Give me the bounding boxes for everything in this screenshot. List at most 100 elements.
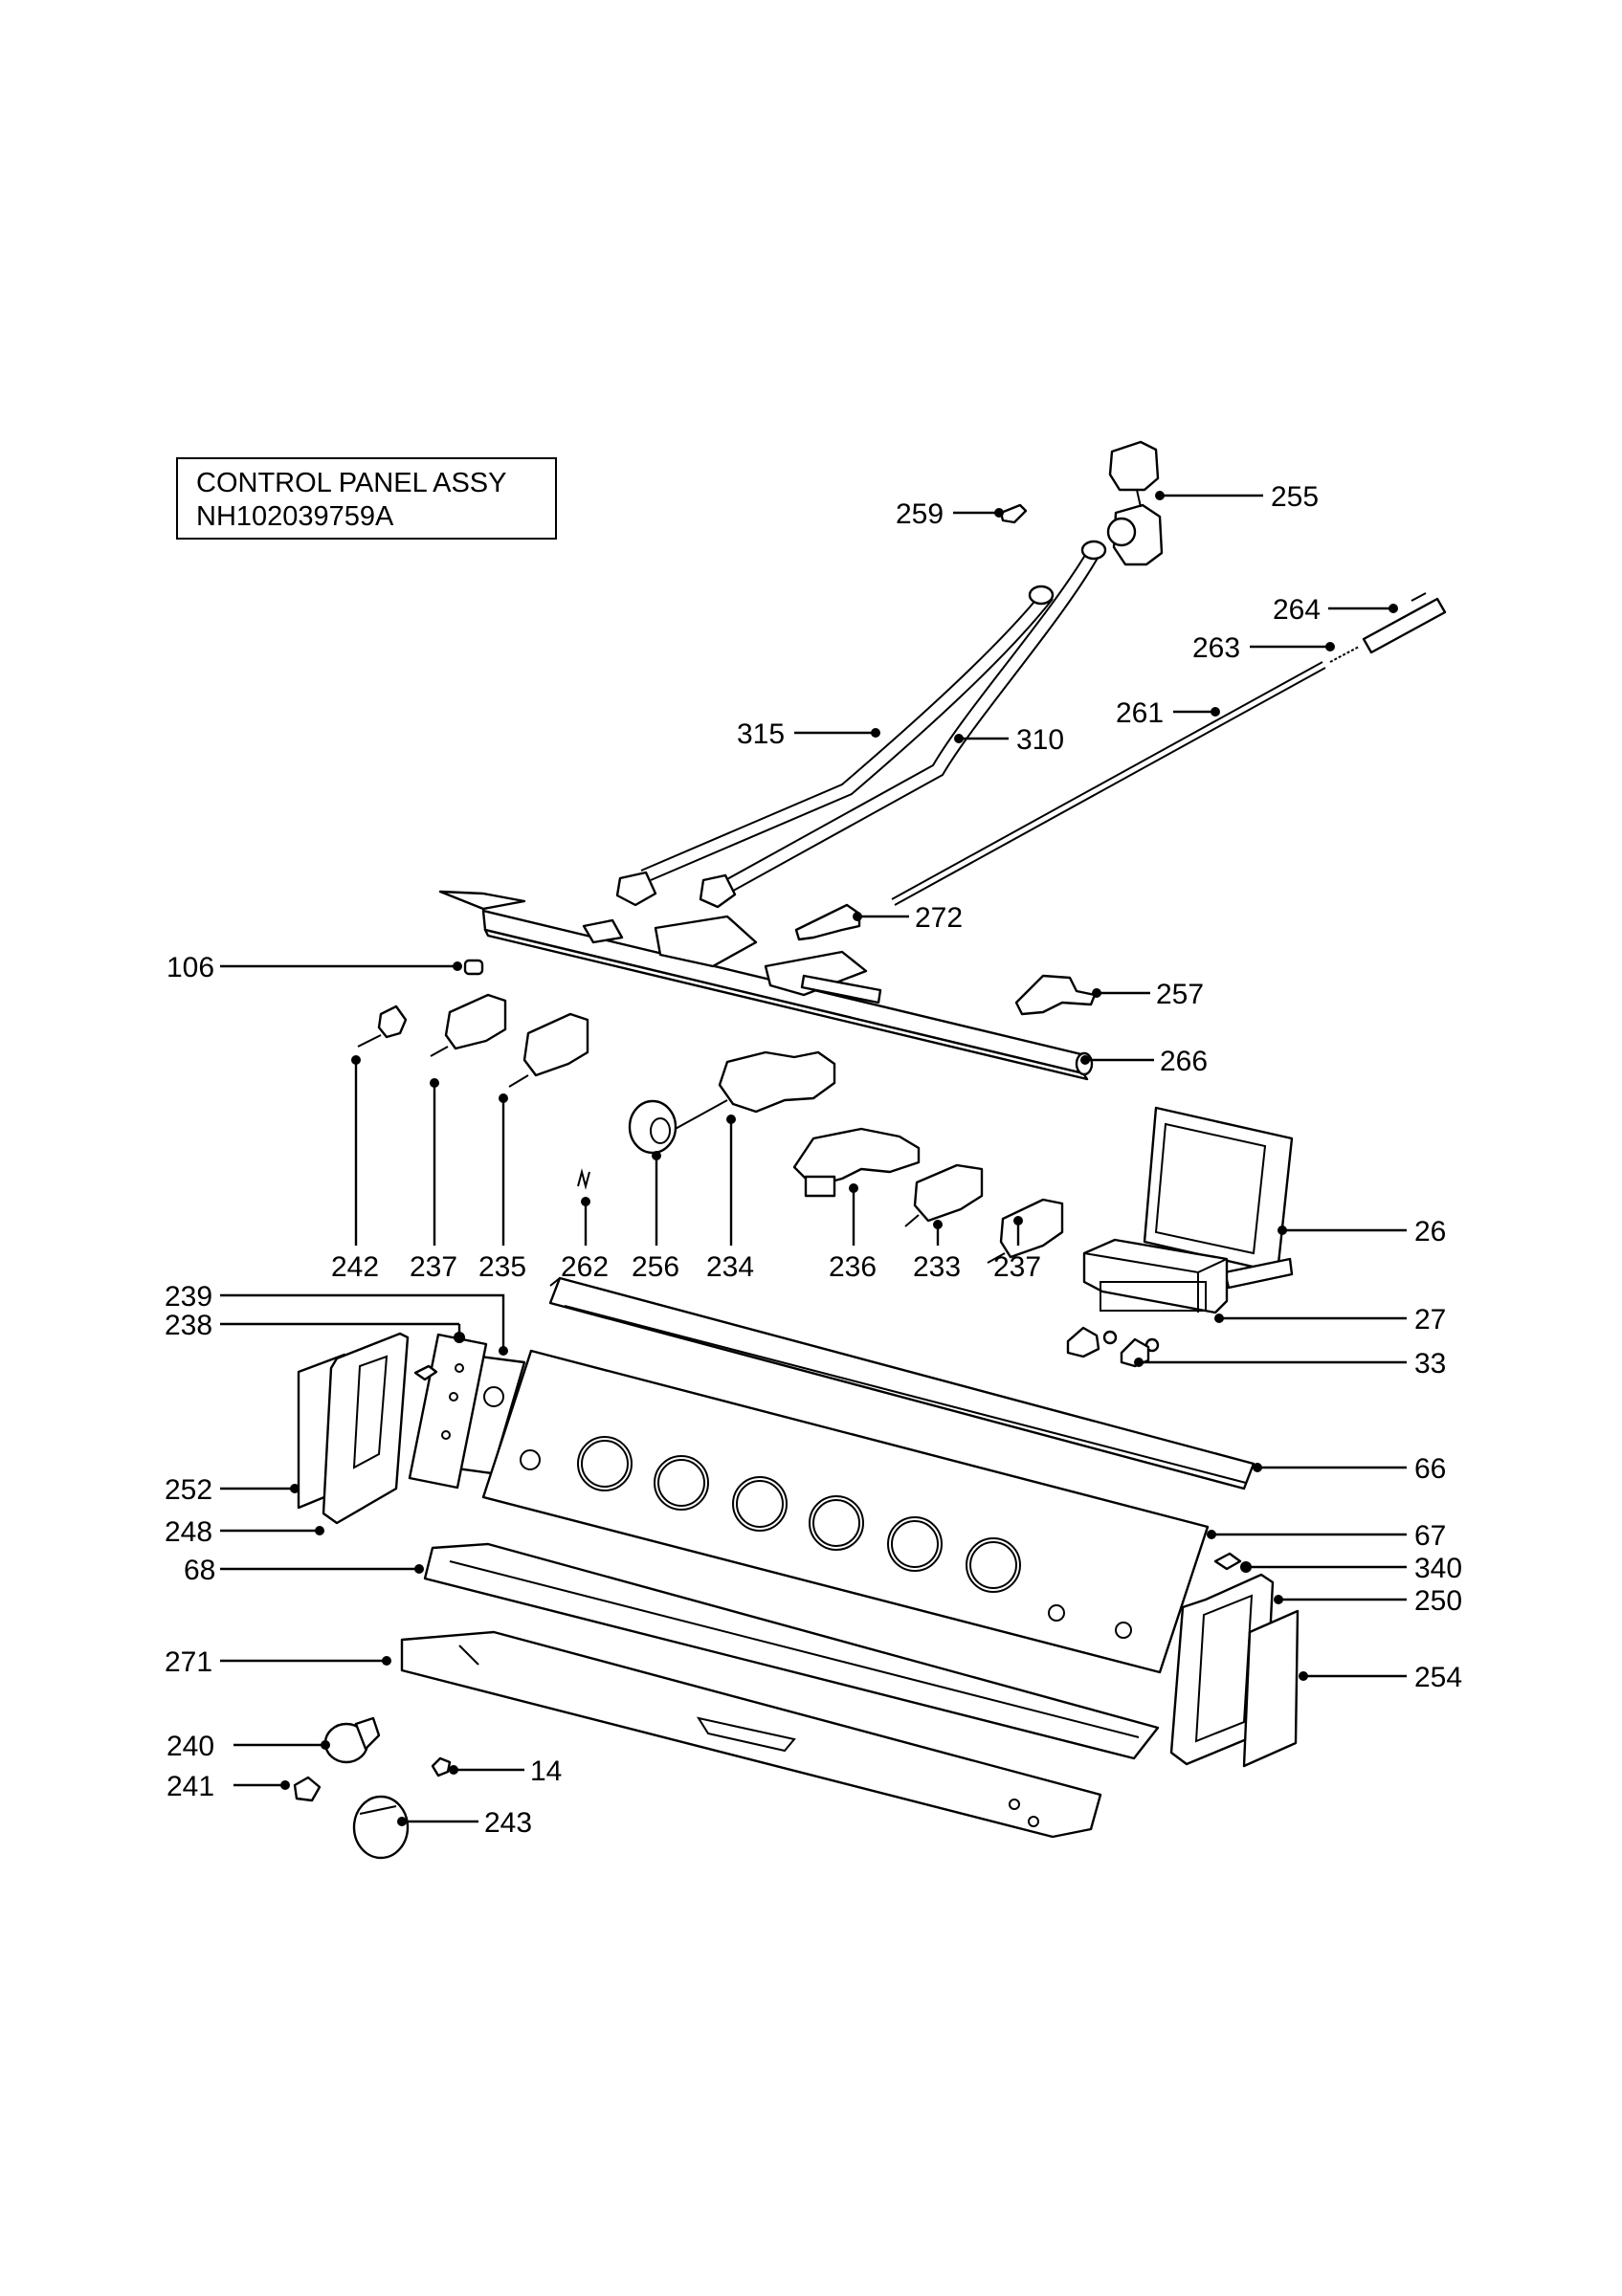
part-272-clip [794, 903, 861, 941]
callout-264: 264 [1273, 594, 1398, 626]
part-248-end-cap-left [322, 1332, 410, 1525]
svg-text:240: 240 [167, 1731, 214, 1762]
svg-text:234: 234 [706, 1251, 754, 1283]
svg-text:261: 261 [1116, 697, 1164, 729]
part-68-lower-trim [423, 1542, 1160, 1760]
part-233-valve [904, 1163, 984, 1227]
callouts-layer: 255 259 264 263 261 315 [165, 481, 1462, 1839]
svg-text:236: 236 [829, 1251, 877, 1283]
diagram-title: CONTROL PANEL ASSY [196, 468, 507, 498]
svg-text:241: 241 [167, 1771, 214, 1802]
callout-33: 33 [1134, 1348, 1446, 1380]
callout-14: 14 [449, 1755, 562, 1787]
callout-66: 66 [1253, 1453, 1446, 1485]
callout-262: 262 [561, 1197, 609, 1283]
part-243-knob [352, 1795, 410, 1860]
callout-27: 27 [1214, 1304, 1446, 1336]
svg-text:239: 239 [165, 1281, 212, 1313]
svg-text:315: 315 [737, 718, 785, 750]
callout-242: 242 [331, 1055, 379, 1283]
svg-text:26: 26 [1414, 1216, 1446, 1247]
svg-text:238: 238 [165, 1310, 212, 1341]
svg-text:266: 266 [1160, 1046, 1208, 1077]
part-238-fascia-insert [408, 1333, 488, 1490]
svg-text:33: 33 [1414, 1348, 1446, 1380]
svg-text:256: 256 [632, 1251, 679, 1283]
svg-text:243: 243 [484, 1807, 532, 1839]
callout-340: 340 [1240, 1553, 1462, 1584]
callout-266: 266 [1080, 1046, 1208, 1077]
callout-238: 238 [165, 1310, 465, 1343]
part-240-knob-shaft [323, 1716, 381, 1764]
part-235-valve [508, 1012, 589, 1088]
part-67-fascia-panel [481, 1349, 1210, 1674]
callout-237-left: 237 [410, 1078, 457, 1283]
svg-text:248: 248 [165, 1516, 212, 1548]
callout-234: 234 [706, 1115, 754, 1283]
svg-text:252: 252 [165, 1474, 212, 1506]
svg-text:259: 259 [896, 498, 944, 530]
svg-text:68: 68 [184, 1555, 215, 1586]
part-241-spring [293, 1776, 322, 1802]
callout-256: 256 [632, 1151, 679, 1283]
callout-243: 243 [397, 1807, 532, 1839]
callout-248: 248 [165, 1516, 324, 1548]
part-106-plug [463, 959, 484, 976]
callout-239: 239 [165, 1281, 508, 1356]
callout-259: 259 [896, 498, 1004, 530]
svg-text:272: 272 [915, 902, 963, 934]
callout-67: 67 [1207, 1520, 1446, 1552]
callout-315: 315 [737, 718, 880, 750]
parts-layer [293, 440, 1447, 1860]
svg-text:237: 237 [410, 1251, 457, 1283]
callout-310: 310 [954, 724, 1064, 756]
svg-text:254: 254 [1414, 1662, 1462, 1693]
svg-text:237: 237 [993, 1251, 1041, 1283]
callout-254: 254 [1299, 1662, 1462, 1693]
diagram-part-number: NH102039759A [196, 501, 394, 532]
callout-263: 263 [1192, 632, 1335, 664]
part-340-clip [1213, 1552, 1242, 1571]
callout-271: 271 [165, 1646, 391, 1678]
svg-text:264: 264 [1273, 594, 1321, 626]
svg-text:255: 255 [1271, 481, 1319, 513]
svg-text:235: 235 [478, 1251, 526, 1283]
callout-241: 241 [167, 1771, 290, 1802]
svg-text:14: 14 [530, 1755, 562, 1787]
callout-236: 236 [829, 1183, 877, 1283]
part-257-bracket [1014, 974, 1097, 1016]
callout-235: 235 [478, 1093, 526, 1283]
svg-text:242: 242 [331, 1251, 379, 1283]
callout-26: 26 [1278, 1216, 1446, 1247]
part-234-valve [671, 1050, 836, 1132]
part-238-clip [413, 1364, 438, 1381]
part-27-timer [1082, 1238, 1229, 1353]
svg-text:257: 257 [1156, 979, 1204, 1010]
callout-261: 261 [1116, 697, 1220, 729]
callout-272: 272 [853, 902, 963, 934]
part-271-base-plate [400, 1630, 1102, 1839]
callout-106: 106 [167, 952, 462, 983]
callout-233: 233 [913, 1220, 961, 1283]
svg-text:27: 27 [1414, 1304, 1446, 1336]
svg-text:66: 66 [1414, 1453, 1446, 1485]
svg-text:262: 262 [561, 1251, 609, 1283]
part-237-valve-right [987, 1198, 1064, 1264]
svg-text:67: 67 [1414, 1520, 1446, 1552]
part-266-gas-rail [438, 890, 1094, 1081]
callout-252: 252 [165, 1474, 300, 1506]
part-261-264-rod [891, 592, 1447, 906]
svg-text:310: 310 [1016, 724, 1064, 756]
callout-240: 240 [167, 1731, 330, 1762]
part-14-screw [431, 1756, 452, 1777]
part-254-side-cover-right [1242, 1609, 1300, 1768]
part-237-valve-left [430, 993, 507, 1057]
svg-text:250: 250 [1414, 1585, 1462, 1617]
diagram-title-box: CONTROL PANEL ASSY NH102039759A [176, 457, 557, 540]
part-242-igniter [357, 1004, 408, 1048]
svg-text:233: 233 [913, 1251, 961, 1283]
part-256-knob [628, 1099, 678, 1155]
part-236-valve [792, 1127, 921, 1198]
svg-text:106: 106 [167, 952, 214, 983]
